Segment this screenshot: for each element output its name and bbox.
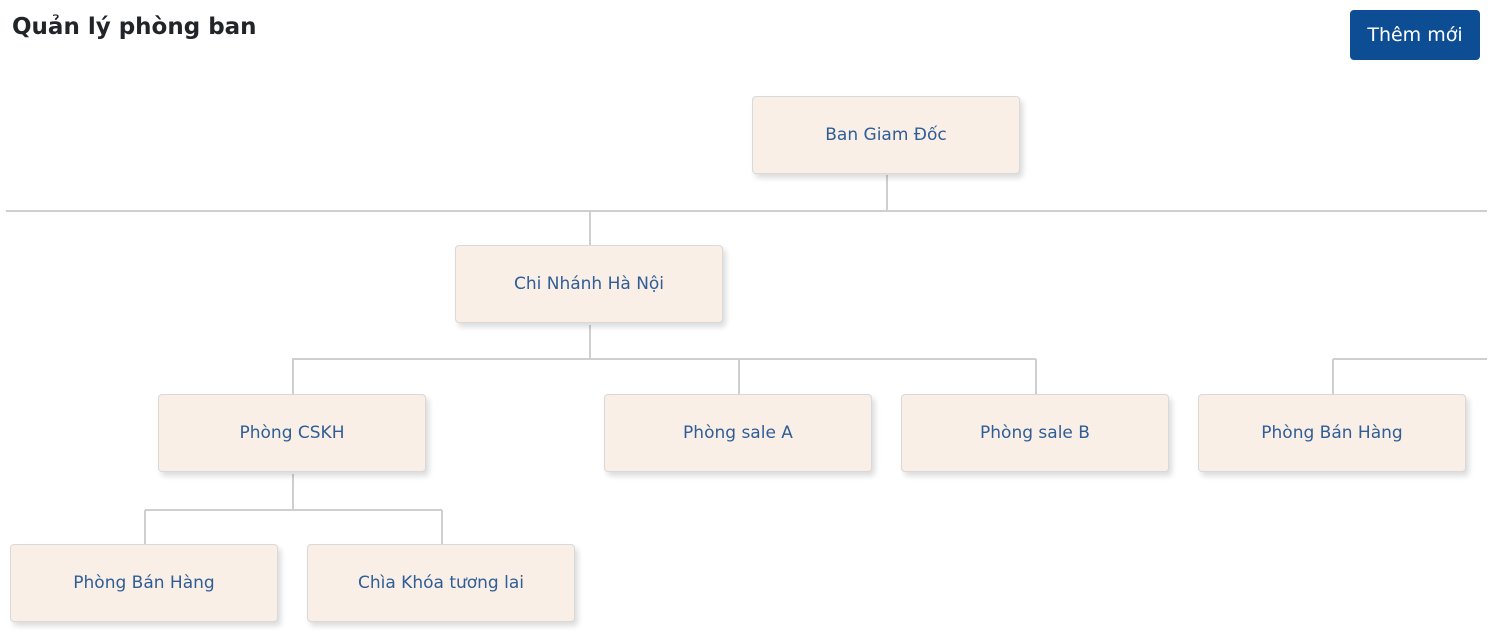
org-node-label: Phòng Bán Hàng bbox=[73, 573, 215, 593]
org-node-phong-sale-b[interactable]: Phòng sale B bbox=[901, 394, 1169, 472]
org-node-chia-khoa-tuong-lai[interactable]: Chìa Khóa tương lai bbox=[307, 544, 575, 622]
org-node-phong-cskh[interactable]: Phòng CSKH bbox=[158, 394, 426, 472]
page-title: Quản lý phòng ban bbox=[12, 14, 257, 40]
org-node-label: Chìa Khóa tương lai bbox=[357, 573, 524, 593]
org-node-chi-nhanh-ha-noi[interactable]: Chi Nhánh Hà Nội bbox=[455, 245, 723, 323]
org-node-ban-giam-doc[interactable]: Ban Giam Đốc bbox=[752, 96, 1020, 174]
add-new-button[interactable]: Thêm mới bbox=[1350, 10, 1480, 60]
org-node-label: Phòng Bán Hàng bbox=[1261, 423, 1403, 443]
org-node-label: Ban Giam Đốc bbox=[825, 125, 947, 145]
org-node-label: Phòng sale B bbox=[980, 423, 1090, 443]
org-node-phong-ban-hang[interactable]: Phòng Bán Hàng bbox=[10, 544, 278, 622]
org-node-label: Chi Nhánh Hà Nội bbox=[513, 274, 665, 294]
org-node-label: Phòng sale A bbox=[683, 423, 793, 443]
org-node-label: Phòng CSKH bbox=[239, 423, 345, 443]
org-node-phong-sale-a[interactable]: Phòng sale A bbox=[604, 394, 872, 472]
org-node-phong-ban-hang-right[interactable]: Phòng Bán Hàng bbox=[1198, 394, 1466, 472]
